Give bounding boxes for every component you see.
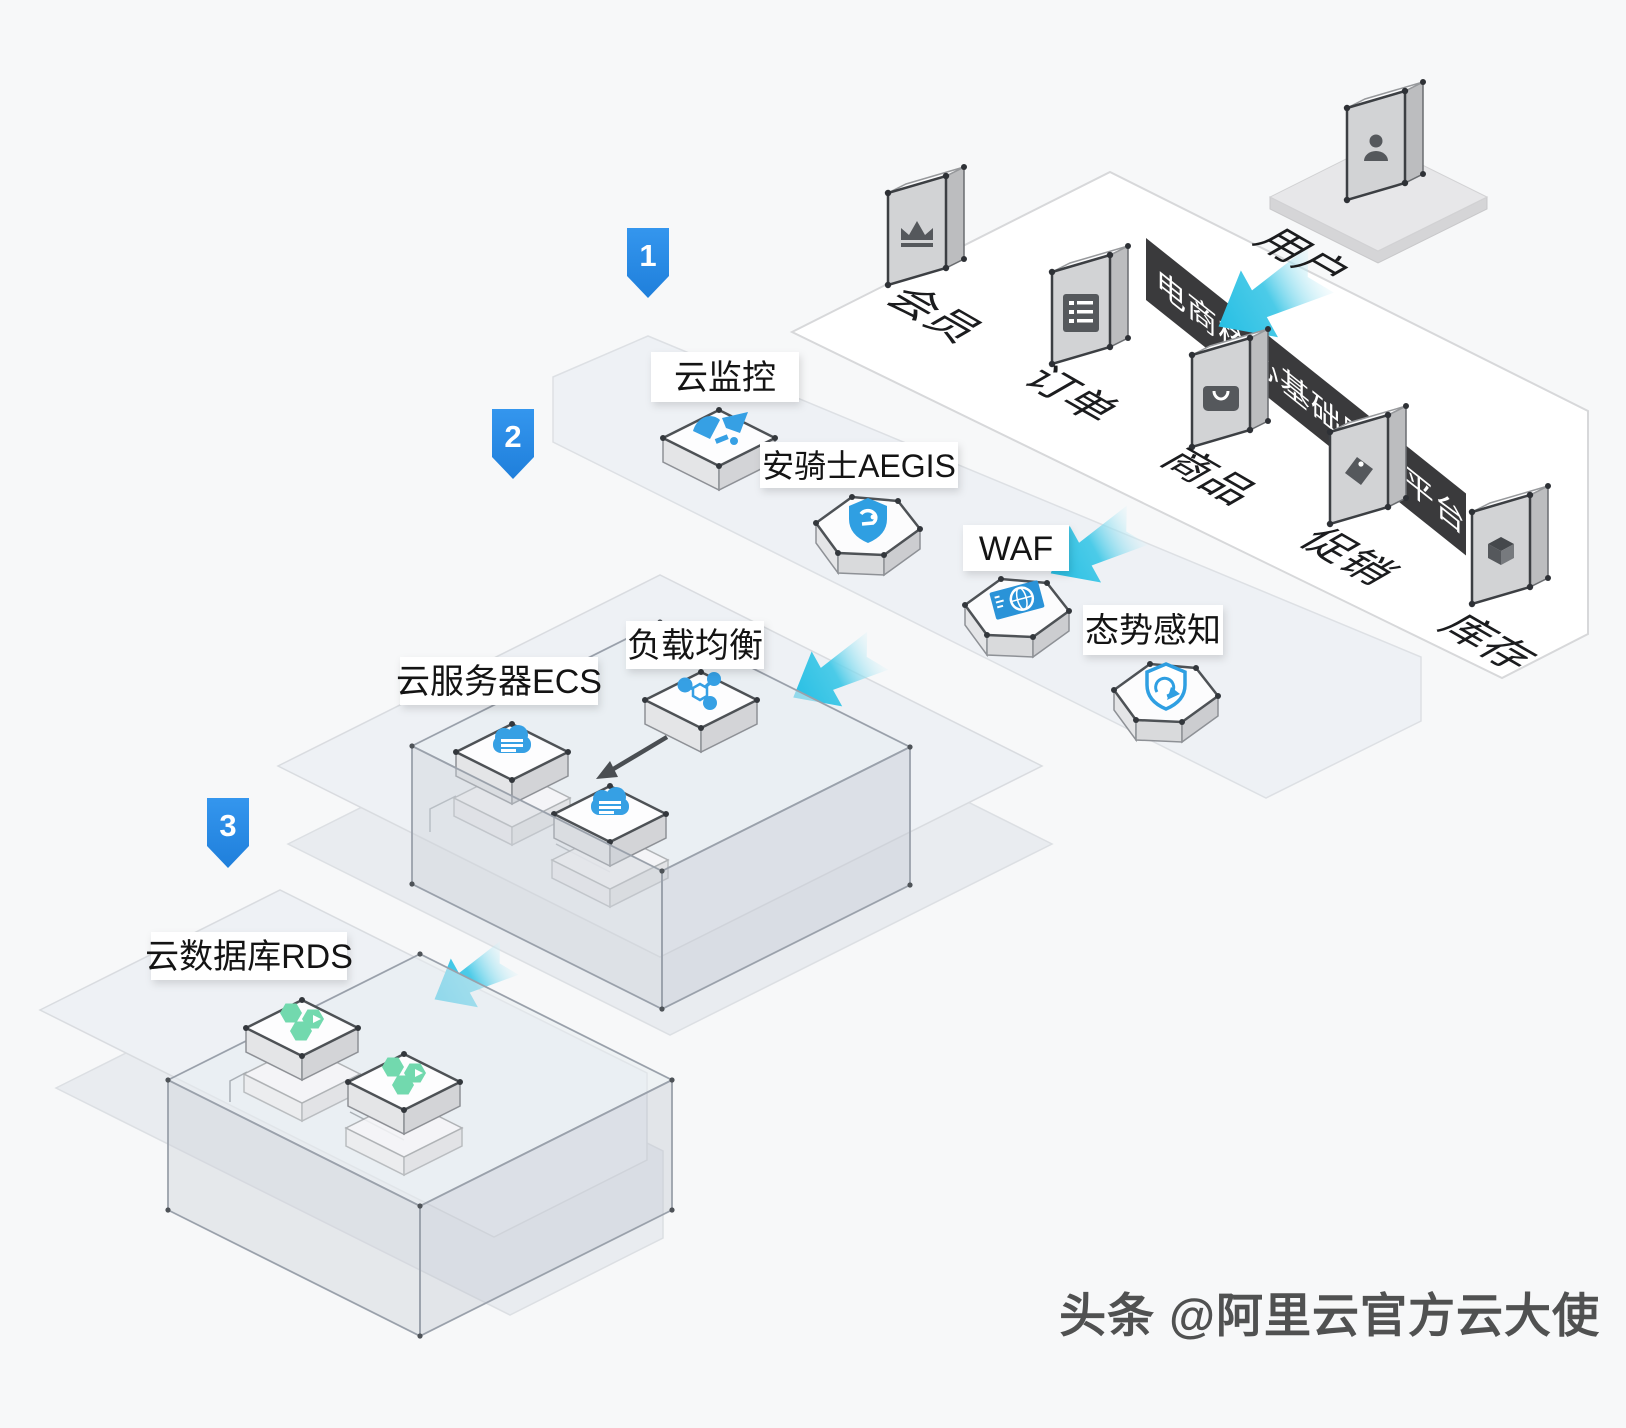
waf-globe-icon [989, 580, 1045, 620]
svg-text:WAF: WAF [979, 530, 1053, 568]
rds-hexagons-icon [382, 1057, 426, 1095]
order-list-icon [1063, 294, 1099, 332]
watermark-text: 头条 @阿里云官方云大使 [1059, 1289, 1600, 1342]
service-node-order [1047, 241, 1133, 369]
svg-text:云监控: 云监控 [674, 359, 776, 397]
service-node-product [1187, 324, 1273, 452]
svg-text:负载均衡: 负载均衡 [627, 627, 763, 665]
label-ecs: 云服务器ECS [396, 657, 602, 705]
lb-to-ecs-arrow [596, 735, 669, 779]
svg-text:2: 2 [504, 419, 521, 454]
svg-text:1: 1 [639, 238, 656, 273]
step-pin-1: 1 [627, 228, 669, 298]
cloud-monitor-icon [693, 412, 748, 445]
svg-text:安骑士AEGIS: 安骑士AEGIS [762, 448, 956, 484]
label-aegis: 安骑士AEGIS [760, 442, 958, 488]
svg-text:3: 3 [219, 808, 236, 843]
package-box-icon [1488, 537, 1514, 565]
svg-text:态势感知: 态势感知 [1085, 612, 1221, 650]
load-balancer-node [640, 667, 762, 754]
shopping-bag-icon [1203, 386, 1239, 411]
waf-node [960, 574, 1074, 659]
user-icon [1364, 134, 1388, 161]
ecs-glass-box-front [409, 619, 913, 1012]
situation-awareness-shield-icon [1145, 662, 1187, 711]
svg-text:云服务器ECS: 云服务器ECS [396, 663, 602, 701]
label-situation-awareness: 态势感知 [1083, 605, 1223, 655]
rds-tile-group [229, 995, 465, 1176]
crown-icon [901, 221, 933, 247]
service-node-member [883, 162, 969, 290]
rds-glass-box-front [165, 951, 675, 1339]
label-load-balancer: 负载均衡 [626, 621, 764, 669]
label-waf: WAF [963, 525, 1069, 571]
step-pin-3: 3 [207, 798, 249, 868]
situation-awareness-node [1109, 659, 1223, 744]
platform-user [1268, 142, 1489, 264]
price-tag-icon [1345, 457, 1373, 485]
user-node [1342, 77, 1428, 205]
svg-text:云数据库RDS: 云数据库RDS [145, 938, 353, 976]
ecs-tile-group [429, 719, 671, 908]
aegis-shield-icon [849, 498, 887, 543]
label-rds: 云数据库RDS [145, 932, 353, 980]
ecs-cloud-icon [493, 725, 531, 753]
aegis-node [811, 492, 925, 577]
service-node-inventory [1467, 481, 1553, 609]
rds-hexagons-icon [280, 1003, 324, 1041]
load-balancer-icon [677, 672, 721, 710]
step-pin-2: 2 [492, 409, 534, 479]
ecs-cloud-icon [591, 787, 629, 815]
label-cloud-monitor: 云监控 [651, 352, 799, 402]
service-node-promotion [1325, 401, 1411, 529]
platform-core-services [789, 170, 1589, 680]
cloud-monitor-node [658, 405, 780, 492]
